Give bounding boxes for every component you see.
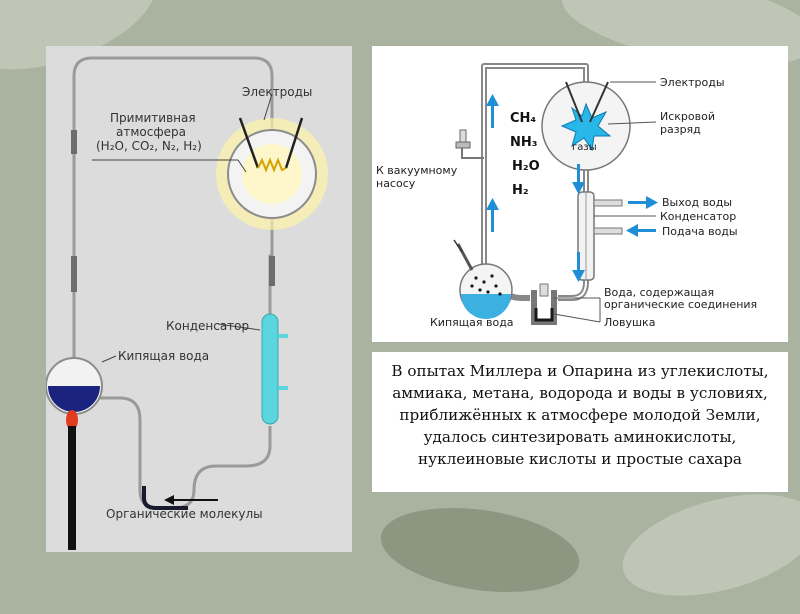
caption-line: В опытах Миллера и Опарина из углекислот…	[372, 360, 788, 382]
label-trap: Ловушка	[604, 316, 655, 329]
label-water-in: Подача воды	[662, 225, 738, 238]
background-leaf	[612, 476, 800, 614]
label-atmosphere-3: (H₂O, CO₂, N₂, H₂)	[96, 139, 202, 153]
label-electrodes: Электроды	[242, 85, 312, 99]
caption-line: аммиака, метана, водорода и воды в услов…	[372, 382, 788, 404]
condenser	[262, 314, 278, 424]
label-vacuum-1: К вакуумному	[376, 164, 458, 177]
label-organic-2: органические соединения	[604, 298, 757, 311]
burner	[68, 426, 76, 550]
label-spark-2: разряд	[660, 123, 701, 136]
label-atmosphere-1: Примитивная	[110, 111, 196, 125]
label-boiling-water: Кипящая вода	[430, 316, 514, 329]
annotated-apparatus-diagram: CH₄ NH₃ H₂O H₂ Электроды Искровой разряд…	[372, 46, 788, 342]
label-condenser: Конденсатор	[660, 210, 736, 223]
label-condenser: Конденсатор	[166, 319, 249, 333]
formula-nh3: NH₃	[510, 135, 537, 150]
label-boiling-water: Кипящая вода	[118, 349, 209, 363]
caption-line: приближённых к атмосфере молодой Земли,	[372, 404, 788, 426]
label-gases: газы	[572, 142, 597, 153]
vacuum-tap	[456, 142, 470, 148]
tube-joint	[71, 130, 77, 154]
miller-apparatus-diagram: Электроды Примитивная атмосфера (H₂O, CO…	[46, 46, 352, 552]
caption-line: нуклеиновые кислоты и простые сахара	[372, 448, 788, 470]
miller-apparatus-svg: Электроды Примитивная атмосфера (H₂O, CO…	[46, 46, 352, 552]
formula-h2: H₂	[512, 183, 529, 198]
label-water-out: Выход воды	[662, 196, 732, 209]
caption-text-block: В опытах Миллера и Опарина из углекислот…	[372, 352, 788, 492]
formula-h2o: H₂O	[512, 159, 540, 174]
tube-joint	[71, 256, 77, 292]
tube-joint	[269, 256, 275, 286]
label-organic-molecules: Органические молекулы	[106, 507, 263, 521]
annotated-apparatus-svg: CH₄ NH₃ H₂O H₂ Электроды Искровой разряд…	[372, 46, 788, 342]
background-leaf	[375, 496, 584, 603]
formula-ch4: CH₄	[510, 111, 536, 126]
label-atmosphere-2: атмосфера	[116, 125, 186, 139]
label-vacuum-2: насосу	[376, 177, 416, 190]
label-spark-1: Искровой	[660, 110, 715, 123]
caption-line: удалось синтезировать аминокислоты,	[372, 426, 788, 448]
label-electrodes: Электроды	[660, 76, 725, 89]
